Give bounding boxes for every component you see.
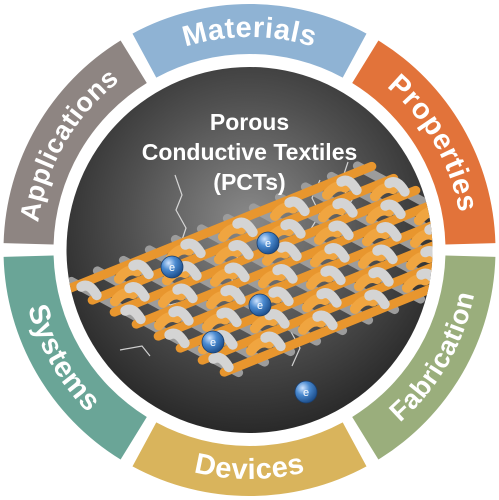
svg-text:e: e — [265, 238, 271, 250]
warp-arch — [280, 219, 306, 239]
weft-fiber — [197, 233, 433, 365]
electron: e — [294, 380, 318, 404]
warp-arch — [228, 240, 254, 260]
weft-arch — [297, 316, 327, 335]
warp-arch — [336, 175, 362, 196]
weft-arch — [409, 229, 433, 248]
weave-fibers — [66, 161, 433, 378]
warp-arch — [124, 282, 150, 302]
weft-arch — [261, 247, 291, 266]
weft-arch — [349, 295, 379, 314]
electron: e — [201, 330, 225, 354]
warp-arch — [380, 199, 406, 220]
warp-arch — [316, 288, 342, 308]
weft-arch — [413, 206, 433, 226]
weft-arch — [365, 205, 395, 224]
svg-text:e: e — [303, 387, 309, 399]
warp-arch — [312, 310, 338, 331]
weft-arch — [313, 226, 343, 245]
segment-devices — [132, 422, 367, 497]
weft-fiber — [66, 161, 377, 293]
warp-arch — [208, 352, 234, 373]
warp-arch — [216, 307, 242, 328]
weft-arch — [209, 268, 239, 287]
warp-arch — [376, 222, 402, 242]
warp-arch — [424, 223, 433, 244]
warp-arch — [276, 241, 302, 262]
warp-arch — [320, 265, 346, 286]
electron: e — [256, 231, 280, 255]
warp-arch — [368, 267, 394, 287]
weft-arch — [361, 227, 391, 247]
svg-text:e: e — [169, 262, 175, 274]
weft-arch — [305, 271, 335, 290]
weft-arch — [369, 182, 399, 202]
weft-arch — [353, 272, 383, 292]
weft-arch — [217, 223, 247, 242]
weft-arch — [153, 311, 183, 331]
segment-fabrication — [352, 255, 496, 460]
warp-arch — [224, 262, 250, 283]
weft-arch — [257, 269, 287, 289]
warp-arch — [168, 306, 194, 326]
weft-arch — [321, 181, 351, 200]
warp-arch — [332, 198, 358, 218]
weft-arch — [213, 245, 243, 265]
warp-arch — [268, 286, 294, 307]
label-devices: Devices — [192, 448, 307, 486]
segment-applications — [3, 40, 147, 245]
weft-arch — [309, 248, 339, 268]
weft-arch — [249, 314, 279, 334]
title-line-3: (PCTs) — [213, 169, 285, 195]
weft-arch — [401, 274, 431, 293]
warp-arch — [364, 289, 390, 310]
weft-arch — [157, 289, 187, 308]
warp-arch — [384, 177, 410, 197]
svg-text:e: e — [210, 337, 216, 349]
warp-arch — [372, 244, 398, 265]
warp-arch — [416, 268, 433, 289]
title-line-1: Porous — [210, 109, 289, 135]
warp-arch — [260, 331, 286, 352]
warp-arch — [128, 259, 154, 280]
warp-arch — [172, 283, 198, 304]
weft-arch — [317, 203, 347, 223]
electron-particles: e e e e e — [160, 231, 318, 404]
warp-arch — [264, 309, 290, 329]
electron: e — [160, 255, 184, 279]
weft-fiber — [219, 245, 433, 377]
segment-systems — [3, 255, 147, 460]
weft-arch — [205, 290, 235, 310]
warp-arch — [76, 280, 102, 301]
weft-arch — [357, 250, 387, 269]
segment-materials — [132, 4, 367, 78]
weft-arch — [113, 265, 143, 284]
warp-arch — [420, 246, 433, 266]
weft-arch — [301, 293, 331, 313]
warp-arch — [232, 217, 258, 238]
segment-properties — [352, 40, 496, 245]
textile-illustration: e e e e e — [66, 161, 433, 404]
warp-arch — [272, 264, 298, 284]
weft-arch — [201, 313, 231, 332]
warp-arch — [164, 328, 190, 349]
warp-arch — [180, 238, 206, 259]
warp-arch — [284, 196, 310, 217]
electron: e — [248, 293, 272, 317]
warp-arch — [220, 285, 246, 305]
warp-arch — [120, 304, 146, 325]
weft-arch — [245, 337, 275, 356]
warp-arch — [324, 243, 350, 263]
weft-arch — [109, 287, 139, 307]
weft-arch — [269, 202, 299, 221]
center-title: Porous Conductive Textiles (PCTs) — [142, 109, 358, 195]
segment-ring — [3, 4, 496, 497]
svg-text:e: e — [257, 300, 263, 312]
title-line-2: Conductive Textiles — [142, 139, 358, 165]
warp-arch — [328, 220, 354, 241]
weft-fiber — [153, 209, 433, 341]
weft-arch — [405, 251, 433, 271]
